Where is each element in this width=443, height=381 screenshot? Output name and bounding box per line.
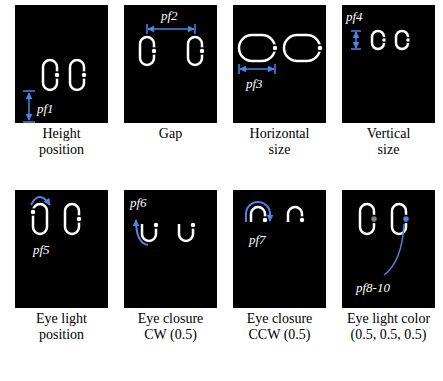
parameter-panel: pf2Gap [124,5,217,144]
caption-holder: Vertical size [360,126,418,158]
parameter-panel: pf7Eye closure CCW (0.5) [233,190,326,345]
parameter-symbol: pf4 [346,9,363,24]
closure-cw-panel [124,190,217,308]
panel-caption: Vertical size [360,126,418,158]
panel-caption: Horizontal size [244,126,316,158]
vertical-panel [342,5,435,123]
caption-holder: Eye light color (0.5, 0.5, 0.5) [339,311,439,343]
parameter-panel: pf1Height position [15,5,108,160]
parameter-symbol: pf8-10 [356,280,390,295]
horizontal-panel [233,5,326,123]
parameter-symbol-holder: pf8-10 [356,280,390,295]
parameter-symbol-holder: pf6 [130,195,147,210]
parameter-symbol-holder: pf2 [161,8,178,23]
parameter-symbol-holder: pf1 [37,101,54,116]
caption-holder: Eye light position [27,311,97,343]
caption-holder: Eye closure CW (0.5) [129,311,213,343]
parameter-panel: pf3Horizontal size [233,5,326,160]
panel-caption: Eye light position [27,311,97,343]
parameter-symbol-holder: pf4 [346,9,363,24]
caption-holder: Horizontal size [244,126,316,158]
panel-caption: Eye light color (0.5, 0.5, 0.5) [339,311,439,343]
parameter-panel: pf5Eye light position [15,190,108,345]
parameter-symbol-holder: pf7 [249,232,266,247]
caption-holder: Gap [141,126,201,142]
caption-holder: Height position [27,126,97,158]
panel-caption: Eye closure CCW (0.5) [236,311,324,343]
parameter-symbol: pf1 [37,101,54,116]
parameter-symbol-holder: pf5 [33,242,50,257]
parameter-symbol: pf6 [130,195,147,210]
parameter-symbol: pf7 [249,232,266,247]
parameter-symbol: pf2 [161,8,178,23]
panel-caption: Height position [27,126,97,158]
height-panel [15,5,108,123]
parameter-symbol-holder: pf3 [246,76,263,91]
eye-light-panel [15,190,108,308]
panel-caption: Gap [141,126,201,142]
parameter-symbol: pf5 [33,242,50,257]
closure-ccw-panel [233,190,326,308]
parameter-symbol: pf3 [246,76,263,91]
parameter-panel: pf8-10Eye light color (0.5, 0.5, 0.5) [342,190,435,345]
gap-panel [124,5,217,123]
parameter-panel: pf4Vertical size [342,5,435,160]
parameter-panel: pf6Eye closure CW (0.5) [124,190,217,345]
panel-caption: Eye closure CW (0.5) [129,311,213,343]
caption-holder: Eye closure CCW (0.5) [236,311,324,343]
eye-color-panel [342,190,435,308]
